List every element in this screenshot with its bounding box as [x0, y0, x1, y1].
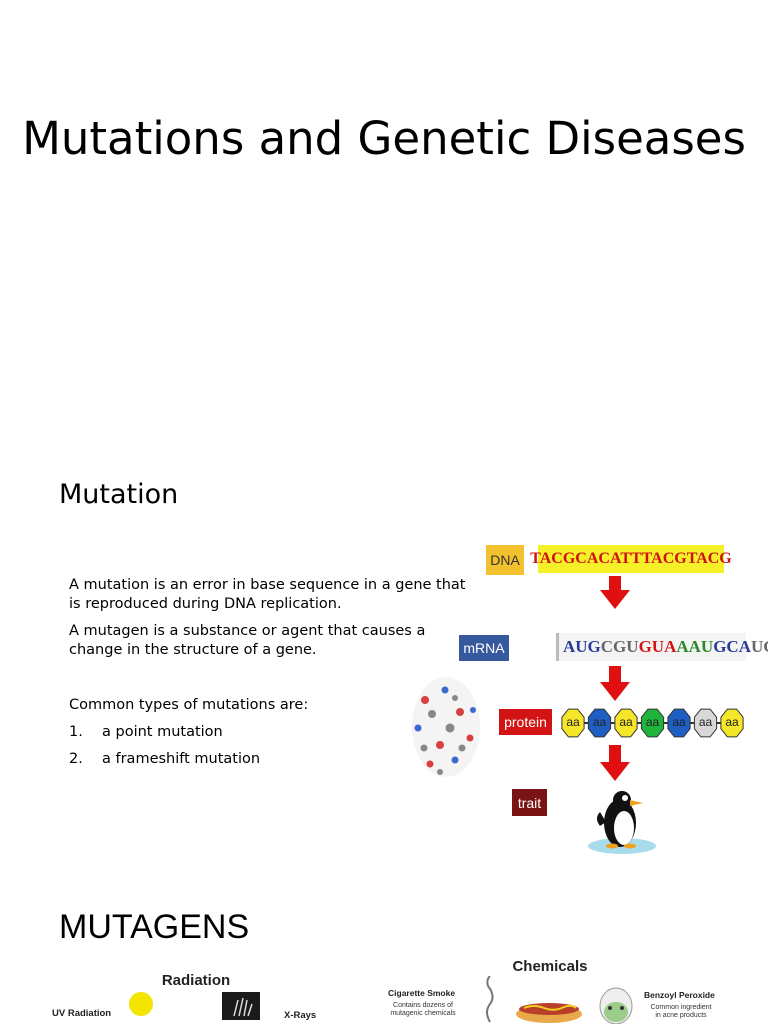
protein-label: protein — [499, 709, 552, 735]
amino-acid-icon — [720, 708, 744, 738]
list-item: 2. a frameshift mutation — [69, 750, 260, 769]
mutation-heading: Mutation — [59, 479, 179, 510]
list-text: a frameshift mutation — [102, 751, 261, 767]
dna-sequence: TACGCACATTTACGTACG — [530, 545, 732, 573]
chemicals-title: Chemicals — [512, 958, 588, 975]
list-number: 1. — [69, 724, 83, 740]
codon: GCA — [713, 637, 751, 656]
hand-bones-icon — [233, 997, 253, 1017]
protein-structure-icon — [412, 677, 480, 777]
benzoyl-peroxide-label: Benzoyl Peroxide — [644, 990, 715, 1000]
penguin-icon — [588, 791, 656, 854]
codon: AAU — [676, 637, 714, 656]
xrays-label: X-Rays — [284, 1010, 317, 1021]
list-item: 1. a point mutation — [69, 723, 223, 742]
slide-title: Mutations and Genetic Diseases — [22, 112, 746, 165]
list-number: 2. — [69, 751, 83, 767]
list-text: a point mutation — [102, 724, 223, 740]
xray-image-icon — [222, 992, 260, 1020]
trait-label: trait — [512, 789, 547, 816]
amino-acid-icon — [667, 708, 691, 738]
amino-acid-label: aa — [619, 715, 633, 729]
dna-label: DNA — [486, 545, 524, 575]
mutagens-heading: MUTAGENS — [59, 908, 250, 946]
codon: UGC — [750, 637, 768, 656]
sun-icon — [129, 992, 153, 1016]
amino-acid-label: aa — [645, 715, 660, 729]
mutagen-definition: A mutagen is a substance or agent that c… — [69, 623, 426, 658]
mrna-sequence: AUGCGUGUAAAUGCAUGC — [556, 633, 768, 661]
codon: CGU — [600, 637, 639, 656]
radiation-title: Radiation — [161, 972, 231, 989]
amino-acid-label: aa — [592, 715, 607, 729]
amino-acid-label: aa — [725, 715, 739, 729]
cigarette-smoke-desc: Contains dozens of mutagenic chemicals — [390, 1002, 456, 1017]
amino-acid-icon — [561, 708, 585, 738]
codon: GUA — [638, 637, 677, 656]
arrow-down-icon — [600, 745, 630, 781]
amino-acid-label: aa — [698, 715, 713, 729]
mutation-types-intro: Common types of mutations are: — [69, 697, 309, 713]
face-mask-icon — [599, 987, 633, 1024]
smoke-icon — [486, 976, 494, 1023]
uv-radiation-label: UV Radiation — [52, 1008, 112, 1019]
cigarette-smoke-label: Cigarette Smoke — [388, 988, 456, 998]
mutation-definition: A mutation is an error in base sequence … — [69, 577, 466, 612]
mrna-label: mRNA — [459, 635, 509, 661]
codon: AUG — [563, 637, 601, 656]
arrow-down-icon — [600, 576, 630, 609]
amino-acid-label: aa — [566, 715, 580, 729]
radiation-panel: Radiation UV Radiation X-Rays — [40, 962, 352, 1024]
amino-acid-icon — [587, 708, 612, 738]
amino-acid-icon — [614, 708, 638, 738]
hotdog-icon — [516, 1003, 582, 1023]
benzoyl-peroxide-desc: Common ingredient in acne products — [650, 1004, 712, 1019]
amino-acid-label: aa — [672, 715, 686, 729]
amino-acid-icon — [640, 708, 665, 738]
amino-acid-chain — [561, 708, 744, 738]
arrow-down-icon — [600, 666, 630, 701]
chemicals-panel: Chemicals Cigarette Smoke Contains dozen… — [384, 952, 728, 1024]
amino-acid-icon — [693, 708, 718, 738]
